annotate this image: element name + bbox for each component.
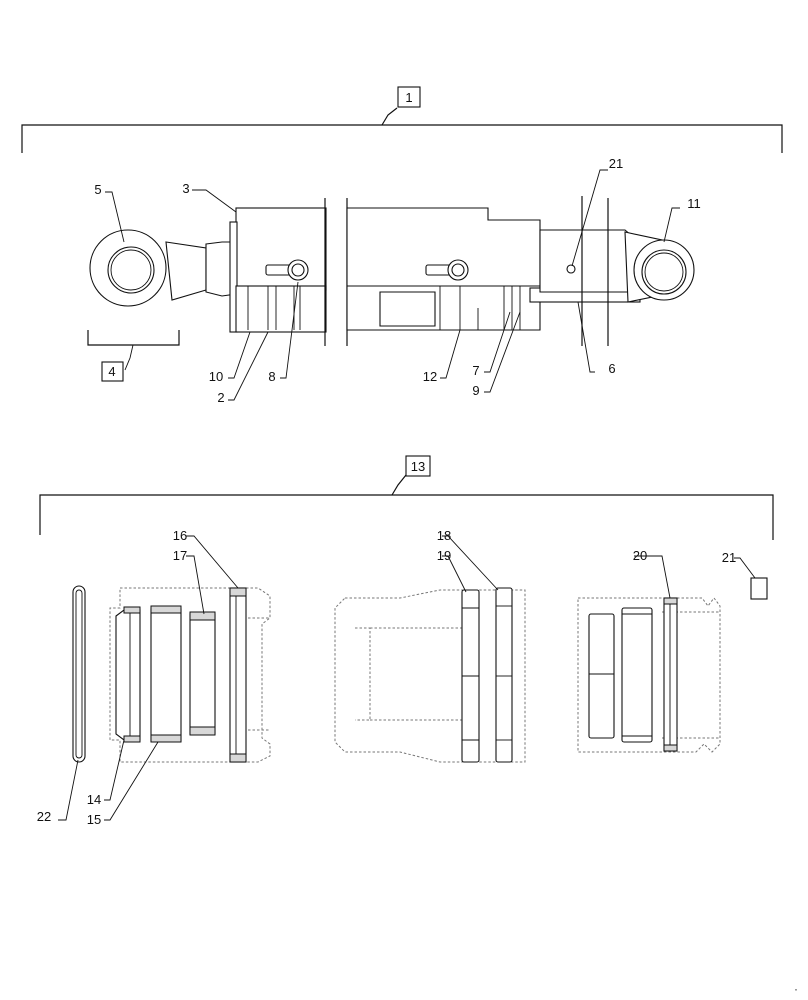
callout-6[interactable]: 6 bbox=[608, 361, 615, 376]
leader-lines-top bbox=[105, 169, 680, 401]
svg-text:1: 1 bbox=[405, 90, 412, 105]
callout-15[interactable]: 15 bbox=[87, 812, 101, 827]
callout-10[interactable]: 10 bbox=[209, 369, 223, 384]
assembly-13-bracket bbox=[39, 474, 774, 540]
callouts-bottom: 16 17 18 19 20 21 22 14 15 bbox=[37, 528, 736, 827]
callout-box-13[interactable]: 13 bbox=[405, 455, 431, 477]
callout-17[interactable]: 17 bbox=[173, 548, 187, 563]
leader-lines-bottom bbox=[58, 535, 756, 821]
corner-mark: " bbox=[795, 989, 798, 996]
callout-5[interactable]: 5 bbox=[94, 182, 101, 197]
callout-7[interactable]: 7 bbox=[472, 363, 479, 378]
callout-box-1[interactable]: 1 bbox=[397, 86, 421, 108]
ring-part-16 bbox=[229, 587, 247, 763]
callout-21-bottom[interactable]: 21 bbox=[722, 550, 736, 565]
callout-9[interactable]: 9 bbox=[472, 383, 479, 398]
ring-part-19 bbox=[461, 589, 480, 763]
ring-part-18 bbox=[495, 587, 513, 763]
cylinder-assembly bbox=[89, 196, 695, 346]
piston-outline-middle bbox=[334, 589, 526, 763]
callout-box-4[interactable]: 4 bbox=[101, 361, 124, 382]
callout-22[interactable]: 22 bbox=[37, 809, 51, 824]
left-eye-part-5 bbox=[89, 229, 237, 307]
seal-blocks-right bbox=[588, 607, 653, 743]
callout-2[interactable]: 2 bbox=[217, 390, 224, 405]
ring-part-20 bbox=[663, 597, 678, 752]
callout-19[interactable]: 19 bbox=[437, 548, 451, 563]
seal-part-14 bbox=[115, 606, 141, 743]
callout-16[interactable]: 16 bbox=[173, 528, 187, 543]
callouts-top: 5 3 10 2 8 12 7 9 6 21 11 bbox=[94, 156, 700, 405]
callout-3[interactable]: 3 bbox=[182, 181, 189, 196]
part-21-box[interactable] bbox=[750, 577, 768, 600]
barrel-left bbox=[229, 207, 327, 333]
seal-part-15 bbox=[150, 605, 182, 743]
piston-rod bbox=[529, 196, 641, 346]
callout-20[interactable]: 20 bbox=[633, 548, 647, 563]
callout-8[interactable]: 8 bbox=[268, 369, 275, 384]
right-eye-part-11 bbox=[624, 231, 695, 303]
callout-12[interactable]: 12 bbox=[423, 369, 437, 384]
callout-18[interactable]: 18 bbox=[437, 528, 451, 543]
wear-ring-part-17 bbox=[189, 611, 216, 736]
assembly-1-bracket bbox=[21, 107, 783, 153]
gland-outline-left bbox=[109, 587, 271, 763]
o-ring-part-22 bbox=[72, 585, 86, 763]
svg-text:4: 4 bbox=[108, 364, 115, 379]
barrel-right bbox=[346, 207, 541, 331]
callout-21-top[interactable]: 21 bbox=[609, 156, 623, 171]
callout-11[interactable]: 11 bbox=[687, 196, 701, 211]
bracket-item-4 bbox=[87, 330, 180, 346]
svg-text:13: 13 bbox=[411, 459, 425, 474]
callout-14[interactable]: 14 bbox=[87, 792, 101, 807]
